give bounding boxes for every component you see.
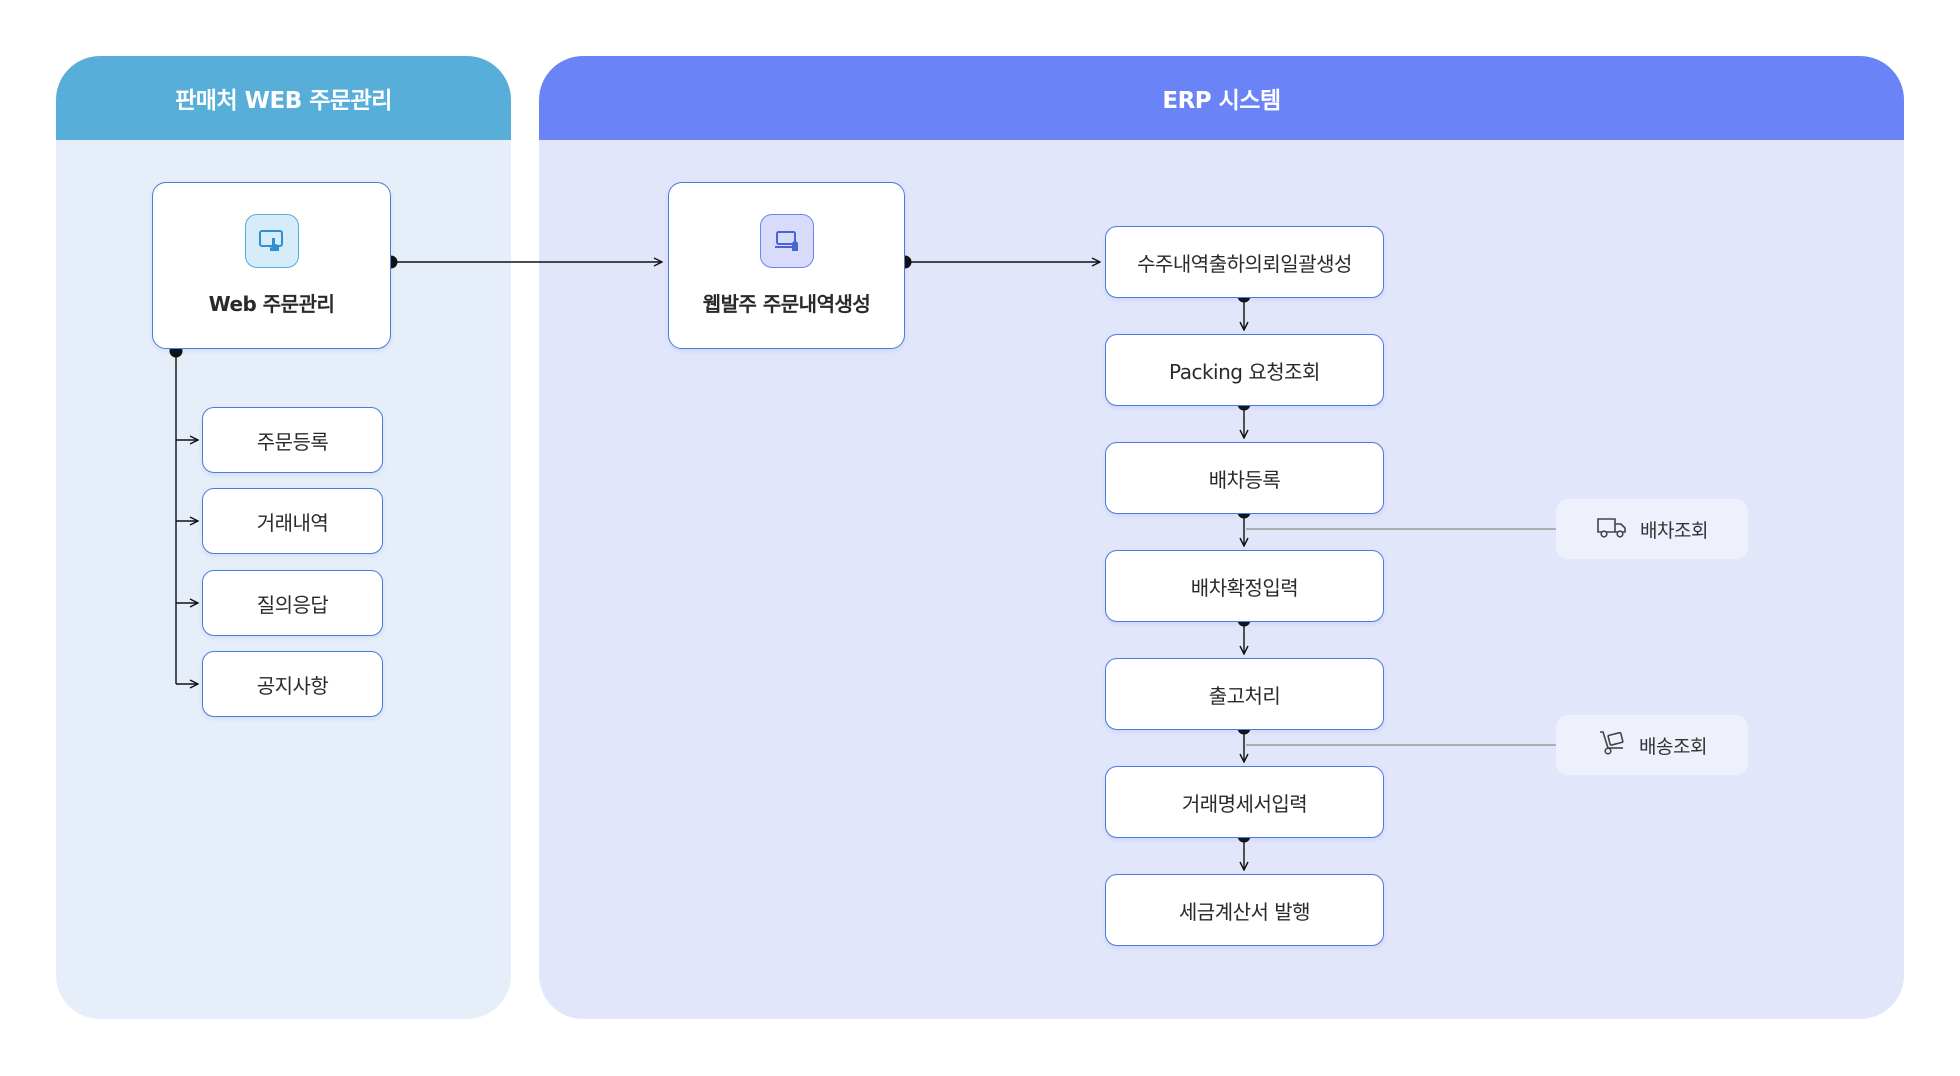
erp-step-release[interactable]: 출고처리 [1105,658,1384,730]
web-order-panel-title: 판매처 WEB 주문관리 [56,56,511,140]
web-item-transactions[interactable]: 거래내역 [202,488,383,554]
hand-truck-icon [1597,729,1627,762]
erp-panel-title: ERP 시스템 [539,56,1904,140]
truck-icon [1596,514,1628,545]
erp-step-dispatch-register[interactable]: 배차등록 [1105,442,1384,514]
web-item-notice[interactable]: 공지사항 [202,651,383,717]
dispatch-lookup-chip[interactable]: 배차조회 [1556,499,1748,559]
touch-screen-icon [244,214,299,268]
laptop-icon [759,214,814,268]
web-order-node[interactable]: Web 주문관리 [152,182,391,349]
erp-step-tax-invoice[interactable]: 세금계산서 발행 [1105,874,1384,946]
delivery-lookup-label: 배송조회 [1639,735,1707,758]
delivery-lookup-chip[interactable]: 배송조회 [1556,715,1748,775]
erp-step-statement-input[interactable]: 거래명세서입력 [1105,766,1384,838]
web-order-created-label: 웹발주 주문내역생성 [702,292,871,316]
web-item-qna[interactable]: 질의응답 [202,570,383,636]
erp-step-dispatch-confirm[interactable]: 배차확정입력 [1105,550,1384,622]
web-order-created-node[interactable]: 웹발주 주문내역생성 [668,182,905,349]
web-order-label: Web 주문관리 [208,292,335,316]
web-item-order-register[interactable]: 주문등록 [202,407,383,473]
erp-step-bulk-shipment[interactable]: 수주내역출하의뢰일괄생성 [1105,226,1384,298]
dispatch-lookup-label: 배차조회 [1640,519,1708,542]
erp-step-packing-request[interactable]: Packing 요청조회 [1105,334,1384,406]
